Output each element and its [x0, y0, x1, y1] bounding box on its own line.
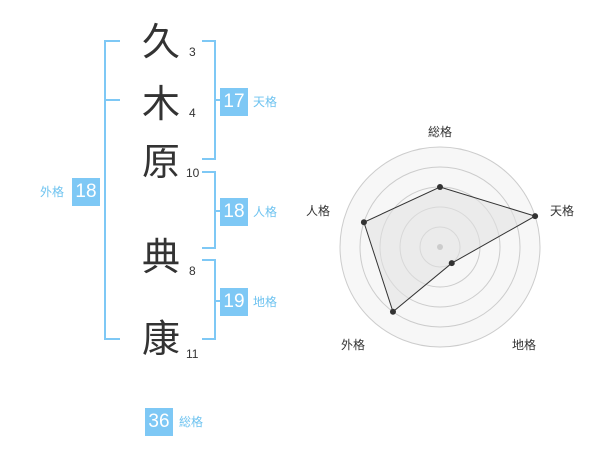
radar-value-polygon [363, 186, 537, 313]
stroke-count-5: 11 [186, 347, 199, 361]
chikaku-label: 地格 [253, 295, 278, 309]
tenkaku-value: 17 [220, 88, 248, 116]
surname-char-3: 原 [142, 140, 181, 184]
given-char-2: 康 [142, 317, 181, 361]
stroke-count-2: 4 [189, 106, 196, 120]
tenkaku-label: 天格 [253, 95, 278, 109]
jinkaku-value: 18 [220, 198, 248, 226]
stroke-count-3: 10 [186, 166, 200, 180]
radar-axis-label-gaikaku: 外格 [341, 338, 366, 352]
radar-point-3 [389, 308, 396, 315]
jinkaku-label: 人格 [253, 205, 278, 219]
gaikaku-value: 18 [72, 178, 100, 206]
chikaku-value: 19 [220, 288, 248, 316]
radar-point-0 [437, 184, 443, 190]
radar-ring-4 [359, 166, 521, 328]
chikaku-bracket [202, 259, 216, 340]
tenkaku-bracket-tick [214, 99, 220, 101]
radar-point-1 [532, 213, 539, 220]
given-char-1: 典 [142, 235, 181, 279]
gaikaku-bracket [104, 40, 120, 340]
radar-axis-label-soukaku: 総格 [428, 125, 453, 139]
chikaku-bracket-tick [214, 300, 220, 302]
radar-point-4 [360, 219, 367, 226]
surname-char-2: 木 [142, 82, 181, 126]
gaikaku-label: 外格 [40, 185, 65, 199]
radar-point-2 [448, 260, 455, 267]
gaikaku-bracket-mid-tick [104, 99, 120, 101]
radar-axis-label-tenkaku: 天格 [550, 204, 575, 218]
stroke-count-1: 3 [189, 45, 196, 59]
radar-axis-label-chikaku: 地格 [512, 338, 537, 352]
stroke-count-4: 8 [189, 264, 196, 278]
soukaku-value: 36 [145, 408, 173, 436]
radar-center-dot [437, 244, 443, 250]
radar-axis-label-jinkaku: 人格 [306, 204, 331, 218]
soukaku-label: 総格 [179, 415, 204, 429]
jinkaku-bracket-tick [214, 210, 220, 212]
surname-char-1: 久 [142, 20, 181, 64]
